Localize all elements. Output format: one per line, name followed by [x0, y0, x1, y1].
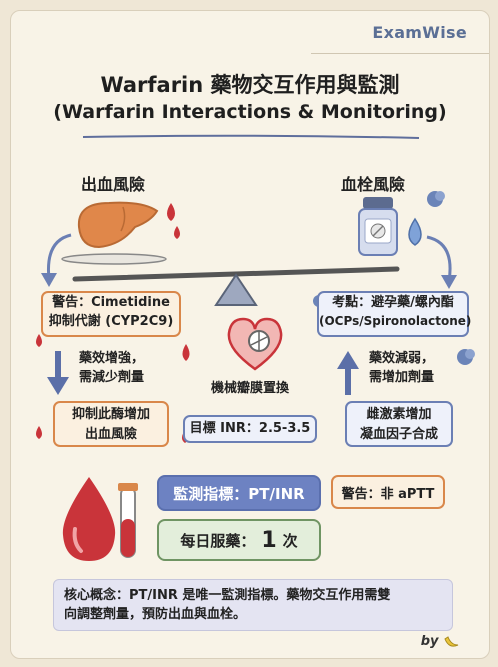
effect-text: 需增加劑量 — [369, 370, 435, 385]
signature: by — [421, 634, 459, 649]
daily-dose-count: 1 — [261, 527, 277, 553]
result-text: 抑制此酶增加 — [71, 407, 150, 422]
aptt-warning-box: 警告：非 aPTT — [331, 475, 445, 509]
clot-icon — [457, 349, 475, 365]
contraceptive-note-box: 考點：避孕藥/螺內酯 (OCPs/Spironolactone) — [317, 291, 472, 337]
balance-scale-icon — [72, 266, 400, 306]
clotting-risk-title: 血栓風險 — [341, 175, 406, 194]
bleeding-effect-note: 藥效增強， 需減少劑量 — [79, 349, 144, 387]
result-text: 凝血因子合成 — [359, 427, 438, 442]
brand-logo: ExamWise — [372, 23, 467, 42]
warning-text: 抑制代謝 (CYP2C9) — [48, 314, 174, 329]
down-arrow-icon — [47, 351, 69, 395]
effect-text: 需減少劑量 — [79, 370, 145, 385]
blood-test-icon — [62, 477, 138, 561]
daily-dose-unit: 次 — [282, 531, 298, 550]
note-text: (OCPs/Spironolactone) — [319, 314, 472, 328]
core-concept-box: 核心概念：PT/INR 是唯一監測指標。藥物交互作用需雙 向調整劑量，預防出血與… — [53, 579, 453, 631]
clot-icon — [427, 191, 445, 207]
brand-divider — [311, 53, 489, 54]
effect-text: 藥效增強， — [79, 351, 145, 366]
heart-valve-icon — [227, 317, 283, 371]
daily-dose-box: 每日服藥： 1 次 — [157, 519, 321, 561]
inr-target-box: 目標 INR：2.5-3.5 — [183, 415, 317, 443]
title-chinese: Warfarin 藥物交互作用與監測 — [100, 73, 400, 97]
result-text: 出血風險 — [84, 427, 137, 442]
clotting-effect-note: 藥效減弱， 需增加劑量 — [369, 349, 434, 387]
cimetidine-warning-box: 警告：Cimetidine 抑制代謝 (CYP2C9) — [41, 291, 181, 337]
aptt-warning-text: 警告：非 aPTT — [341, 486, 435, 502]
signature-text: by — [420, 634, 439, 649]
core-concept-text: 向調整劑量，預防出血與血栓。 — [64, 607, 247, 622]
up-arrow-icon — [337, 351, 359, 395]
mechanical-valve-label: 機械瓣膜置換 — [210, 381, 289, 396]
infographic-card: ExamWise Warfarin 藥物交互作用與監測 (Warfarin In… — [10, 10, 490, 659]
note-text: 考點：避孕藥/螺內酯 — [332, 295, 454, 310]
blood-drop-icon — [36, 426, 42, 439]
curved-arrow-icon — [41, 233, 72, 287]
liver-icon — [77, 201, 159, 249]
daily-dose-label: 每日服藥： — [180, 531, 256, 550]
monitoring-index-box: 監測指標：PT/INR — [157, 475, 321, 511]
blood-drop-icon — [167, 203, 175, 221]
bleeding-result-box: 抑制此酶增加 出血風險 — [53, 401, 169, 447]
title-underline — [82, 134, 420, 139]
effect-text: 藥效減弱， — [369, 351, 435, 366]
monitoring-index-text: 監測指標：PT/INR — [173, 484, 305, 503]
clotting-result-box: 雌激素增加 凝血因子合成 — [345, 401, 453, 447]
warning-text: 警告：Cimetidine — [52, 295, 170, 310]
core-concept-text: 核心概念：PT/INR 是唯一監測指標。藥物交互作用需雙 — [64, 588, 391, 603]
title-english: (Warfarin Interactions & Monitoring) — [53, 101, 447, 123]
banana-icon — [444, 635, 459, 647]
blood-drop-icon — [174, 226, 180, 239]
blood-drop-icon — [182, 344, 190, 361]
plate-icon — [61, 253, 167, 265]
result-text: 雌激素增加 — [366, 407, 432, 422]
curved-arrow-icon — [426, 235, 457, 289]
bleeding-risk-title: 出血風險 — [81, 175, 146, 194]
pill-bottle-icon — [358, 197, 422, 256]
blood-drop-icon — [36, 334, 42, 347]
